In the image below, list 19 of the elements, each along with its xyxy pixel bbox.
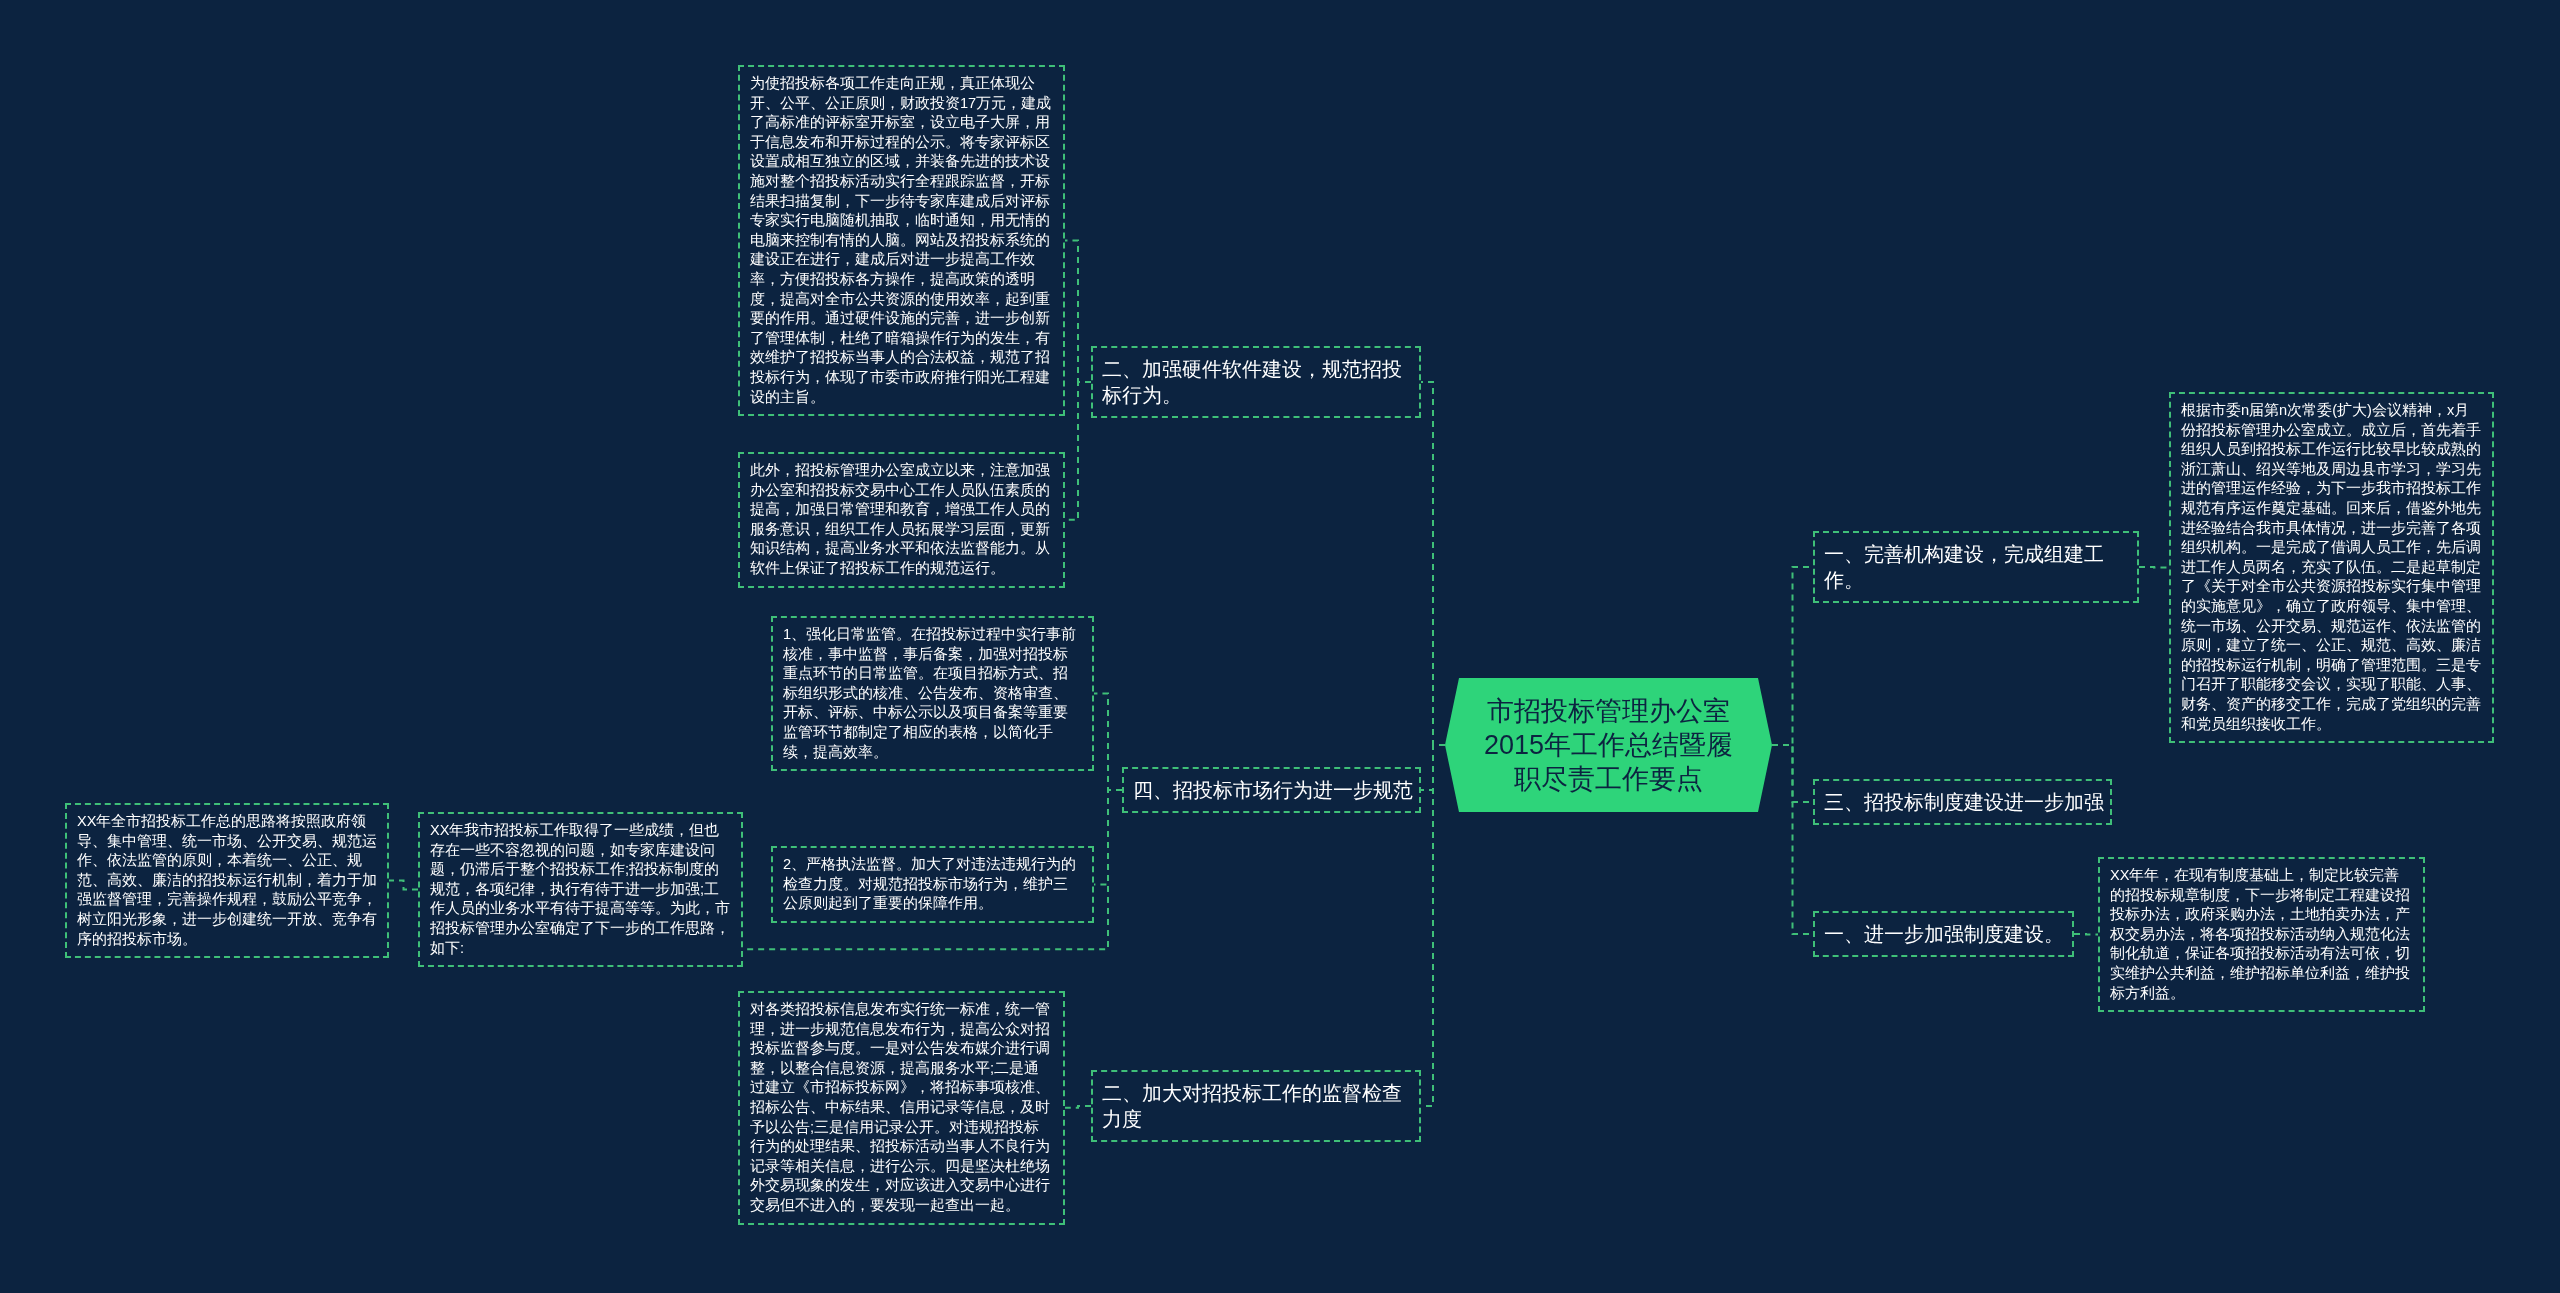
topic-box: 二、加大对招投标工作的监督检查力度 [1091, 1070, 1421, 1142]
topic-box: 二、加强硬件软件建设，规范招投标行为。 [1091, 346, 1421, 418]
connector [388, 879, 419, 891]
connector [2073, 933, 2099, 936]
note-box: XX年全市招投标工作总的思路将按照政府领导、集中管理、统一市场、公开交易、规范运作、依法监管的原则，本着统一、公正、规范、高效、廉洁的招投标运行机制，着力于加强监督管理，完善操作规程，鼓励公平竞争，树立阳光形象，进一步创建统一开放、竞争有序的招投标市场。 [65, 803, 389, 959]
topic-box: 一、完善机构建设，完成组建工作。 [1813, 531, 2139, 603]
central-topic: 市招投标管理办公室2015年工作总结暨履职尽责工作要点 [1445, 678, 1772, 812]
note-box: 2、严格执法监督。加大了对违法违规行为的检查力度。对规范招投标市场行为，维护三公原则起到了重要的保障作用。 [771, 846, 1094, 923]
note-box: XX年我市招投标工作取得了一些成绩，但也存在一些不容忽视的问题，如专家库建设问题，仍滞后于整个招投标工作;招投标制度的规范，各项纪律，执行有待于进一步加强;工作人员的业务水平有待于提高等等。为此，市招投标管理办公室确定了下一步的工作思路，如下: [418, 812, 743, 968]
note-box: 此外，招投标管理办公室成立以来，注意加强办公室和招投标交易中心工作人员队伍素质的提高，加强日常管理和教育，增强工作人员的服务意识，组织工作人员拓展学习层面，更新知识结构，提高业务水平和依法监督能力。从软件上保证了招投标工作的规范运行。 [738, 452, 1065, 588]
topic-box: 一、进一步加强制度建设。 [1813, 911, 2074, 957]
note-box: 1、强化日常监管。在招投标过程中实行事前核准，事中监督，事后备案，加强对招投标重点环节的日常监管。在项目招标方式、招标组织形式的核准、公告发布、资格审查、开标、评标、中标公示以及项目备案等重要监管环节都制定了相应的表格，以简化手续，提高效率。 [771, 616, 1094, 772]
note-box: 为使招投标各项工作走向正规，真正体现公开、公平、公正原则，财政投资17万元，建成了高标准的评标室开标室，设立电子大屏，用于信息发布和开标过程的公示。将专家评标区设置成相互独立的区域，并装备先进的技术设施对整个招投标活动实行全程跟踪监督，开标结果扫描复制，下一步待专家库建成后对评标专家实行电脑随机抽取，临时通知，用无情的电脑来控制有情的人脑。网站及招投标系统的建设正在进行，建成后对进一步提高工作效率，方便招投标各方操作，提高政策的透明度，提高对全市公共资源的使用效率，起到重要的作用。通过硬件设施的完善，进一步创新了管理体制，杜绝了暗箱操作行为的发生，有效维护了招投标当事人的合法权益，规范了招投标行为，体现了市委市政府推行阳光工程建设的主旨。 [738, 65, 1065, 417]
note-box: 对各类招投标信息发布实行统一标准，统一管理，进一步规范信息发布行为，提高公众对招投标监督参与度。一是对公告发布媒介进行调整，以整合信息资源，提高服务水平;二是通过建立《市招标投标网》，将招标事项核准、招标公告、中标结果、信用记录等信息，及时予以公告;三是信用记录公开。对违规招投标行为的处理结果、招投标活动当事人不良行为记录等相关信息，进行公示。四是坚决杜绝场外交易现象的发生，对应该进入交易中心进行交易但不进入的，要发现一起查出一起。 [738, 991, 1065, 1225]
note-box: XX年年，在现有制度基础上，制定比较完善的招投标规章制度，下一步将制定工程建设招投标办法，政府采购办法，土地拍卖办法，产权交易办法，将各项招投标活动纳入规范化法制化轨道，保证各项招投标活动有法可依，切实维护公共利益，维护招标单位利益，维护投标方利益。 [2098, 857, 2425, 1013]
connector [1064, 1105, 1092, 1109]
topic-box: 三、招投标制度建设进一步加强 [1813, 779, 2112, 825]
topic-box: 四、招投标市场行为进一步规范 [1122, 767, 1421, 813]
note-box: 根据市委n届第n次常委(扩大)会议精神，x月份招投标管理办公室成立。成立后，首先着手组织人员到招投标工作运行比较早比较成熟的浙江萧山、绍兴等地及周边县市学习，学习先进的管理运作经验，为下一步我市招投标工作规范有序运作奠定基础。回来后，借鉴外地先进经验结合我市具体情况，进一步完善了各项组织机构。一是完成了借调人员工作，先后调进工作人员两名，充实了队伍。二是起草制定了《关于对全市公共资源招投标实行集中管理的实施意见》，确立了政府领导、集中管理、统一市场、公开交易、规范运作、依法监管的原则，建立了统一、公正、规范、高效、廉洁的招投标运行机制，明确了管理范围。三是专门召开了职能移交会议，实现了职能、人事、财务、资产的移交工作，完成了党组织的完善和党员组织接收工作。 [2169, 392, 2494, 744]
